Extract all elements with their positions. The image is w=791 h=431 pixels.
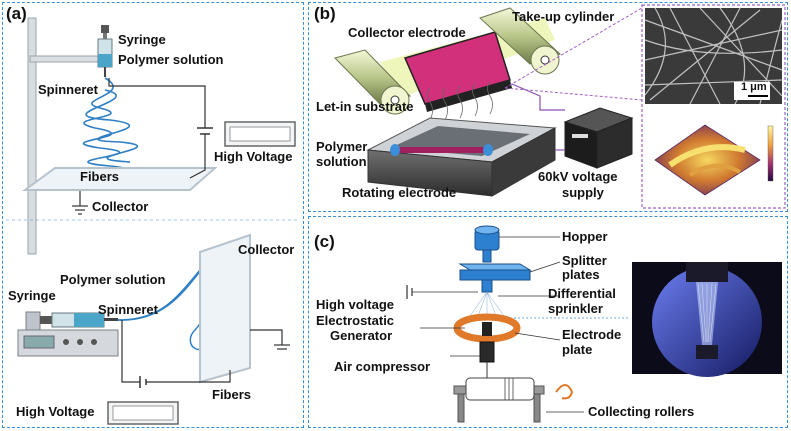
- label-voltage-supply-2: supply: [562, 185, 604, 200]
- panel-c-apparatus: [406, 225, 782, 423]
- label-air-compressor: Air compressor: [334, 359, 431, 374]
- panel-c-frame: [308, 216, 788, 428]
- panel-a-top-setup: [21, 17, 296, 255]
- label-let-in-substrate: Let-in substrate: [316, 99, 414, 114]
- label-high-voltage-c: High voltage: [316, 297, 395, 312]
- sprinkler-jets: [469, 291, 505, 317]
- label-polymer-solution-b-1: Polymer: [316, 139, 368, 154]
- label-spinneret: Spinneret: [38, 82, 98, 97]
- label-collector-electrode: Collector electrode: [348, 25, 466, 40]
- label-voltage-supply-1: 60kV voltage: [538, 169, 618, 184]
- panel-b-letter: (b): [314, 4, 336, 23]
- label-rotating-electrode: Rotating electrode: [342, 185, 457, 200]
- label-hopper: Hopper: [562, 229, 608, 244]
- label-splitter-1: Splitter: [562, 253, 607, 268]
- label-fibers-bottom: Fibers: [212, 387, 252, 402]
- panel-a-letter: (a): [6, 4, 27, 23]
- label-collector-bottom: Collector: [238, 242, 295, 257]
- panel-c-letter: (c): [314, 232, 335, 251]
- panel-a-bottom-setup: [17, 233, 290, 425]
- jets: [427, 81, 493, 121]
- label-take-up-cylinder: Take-up cylinder: [512, 9, 615, 24]
- horizontal-syringe-icon: [40, 312, 118, 328]
- scale-bar-label: 1 μm: [741, 81, 767, 93]
- label-syringe-bottom: Syringe: [8, 288, 56, 303]
- label-generator-1: Electrostatic: [316, 313, 395, 328]
- panel-a-frame: [2, 2, 304, 428]
- collector-plate: [21, 167, 218, 191]
- panel-b-frame: [308, 2, 788, 212]
- label-splitter-2: plates: [562, 267, 600, 282]
- take-up-roller: [479, 7, 561, 75]
- stand-arm: [29, 55, 109, 63]
- label-fibers: Fibers: [80, 169, 120, 184]
- label-electrode-2: plate: [562, 342, 593, 357]
- stand-pole: [27, 17, 37, 255]
- afm-image: [645, 106, 782, 206]
- vertical-collector-plate: [199, 233, 251, 384]
- label-polymer-solution-bottom: Polymer solution: [60, 272, 166, 287]
- let-in-roller: [334, 49, 411, 115]
- ground-icon: [72, 191, 88, 215]
- hopper-icon: [474, 225, 500, 263]
- label-spinneret-bottom: Spinneret: [98, 302, 158, 317]
- splitter-plates: [458, 263, 532, 293]
- label-electrode-1: Electrode: [562, 327, 622, 342]
- label-high-voltage: High Voltage: [214, 149, 293, 164]
- air-compressor: [479, 341, 495, 363]
- inset-frame: [641, 4, 786, 209]
- label-polymer-solution-b-2: solution: [316, 154, 367, 169]
- label-polymer-solution: Polymer solution: [118, 52, 224, 67]
- label-differential-2: sprinkler: [548, 301, 603, 316]
- sem-image: [644, 7, 783, 105]
- label-collector: Collector: [92, 199, 149, 214]
- collecting-rollers: [453, 377, 574, 423]
- wire-bottom: [189, 138, 206, 179]
- label-generator-2: Generator: [330, 328, 393, 343]
- label-syringe: Syringe: [118, 32, 166, 47]
- label-high-voltage-bottom: High Voltage: [16, 404, 95, 419]
- label-collecting-rollers: Collecting rollers: [588, 404, 695, 419]
- photo-inset: [632, 262, 782, 377]
- label-differential-1: Differential: [548, 286, 616, 301]
- wire-top: [108, 78, 206, 128]
- syringe-icon: [97, 25, 113, 77]
